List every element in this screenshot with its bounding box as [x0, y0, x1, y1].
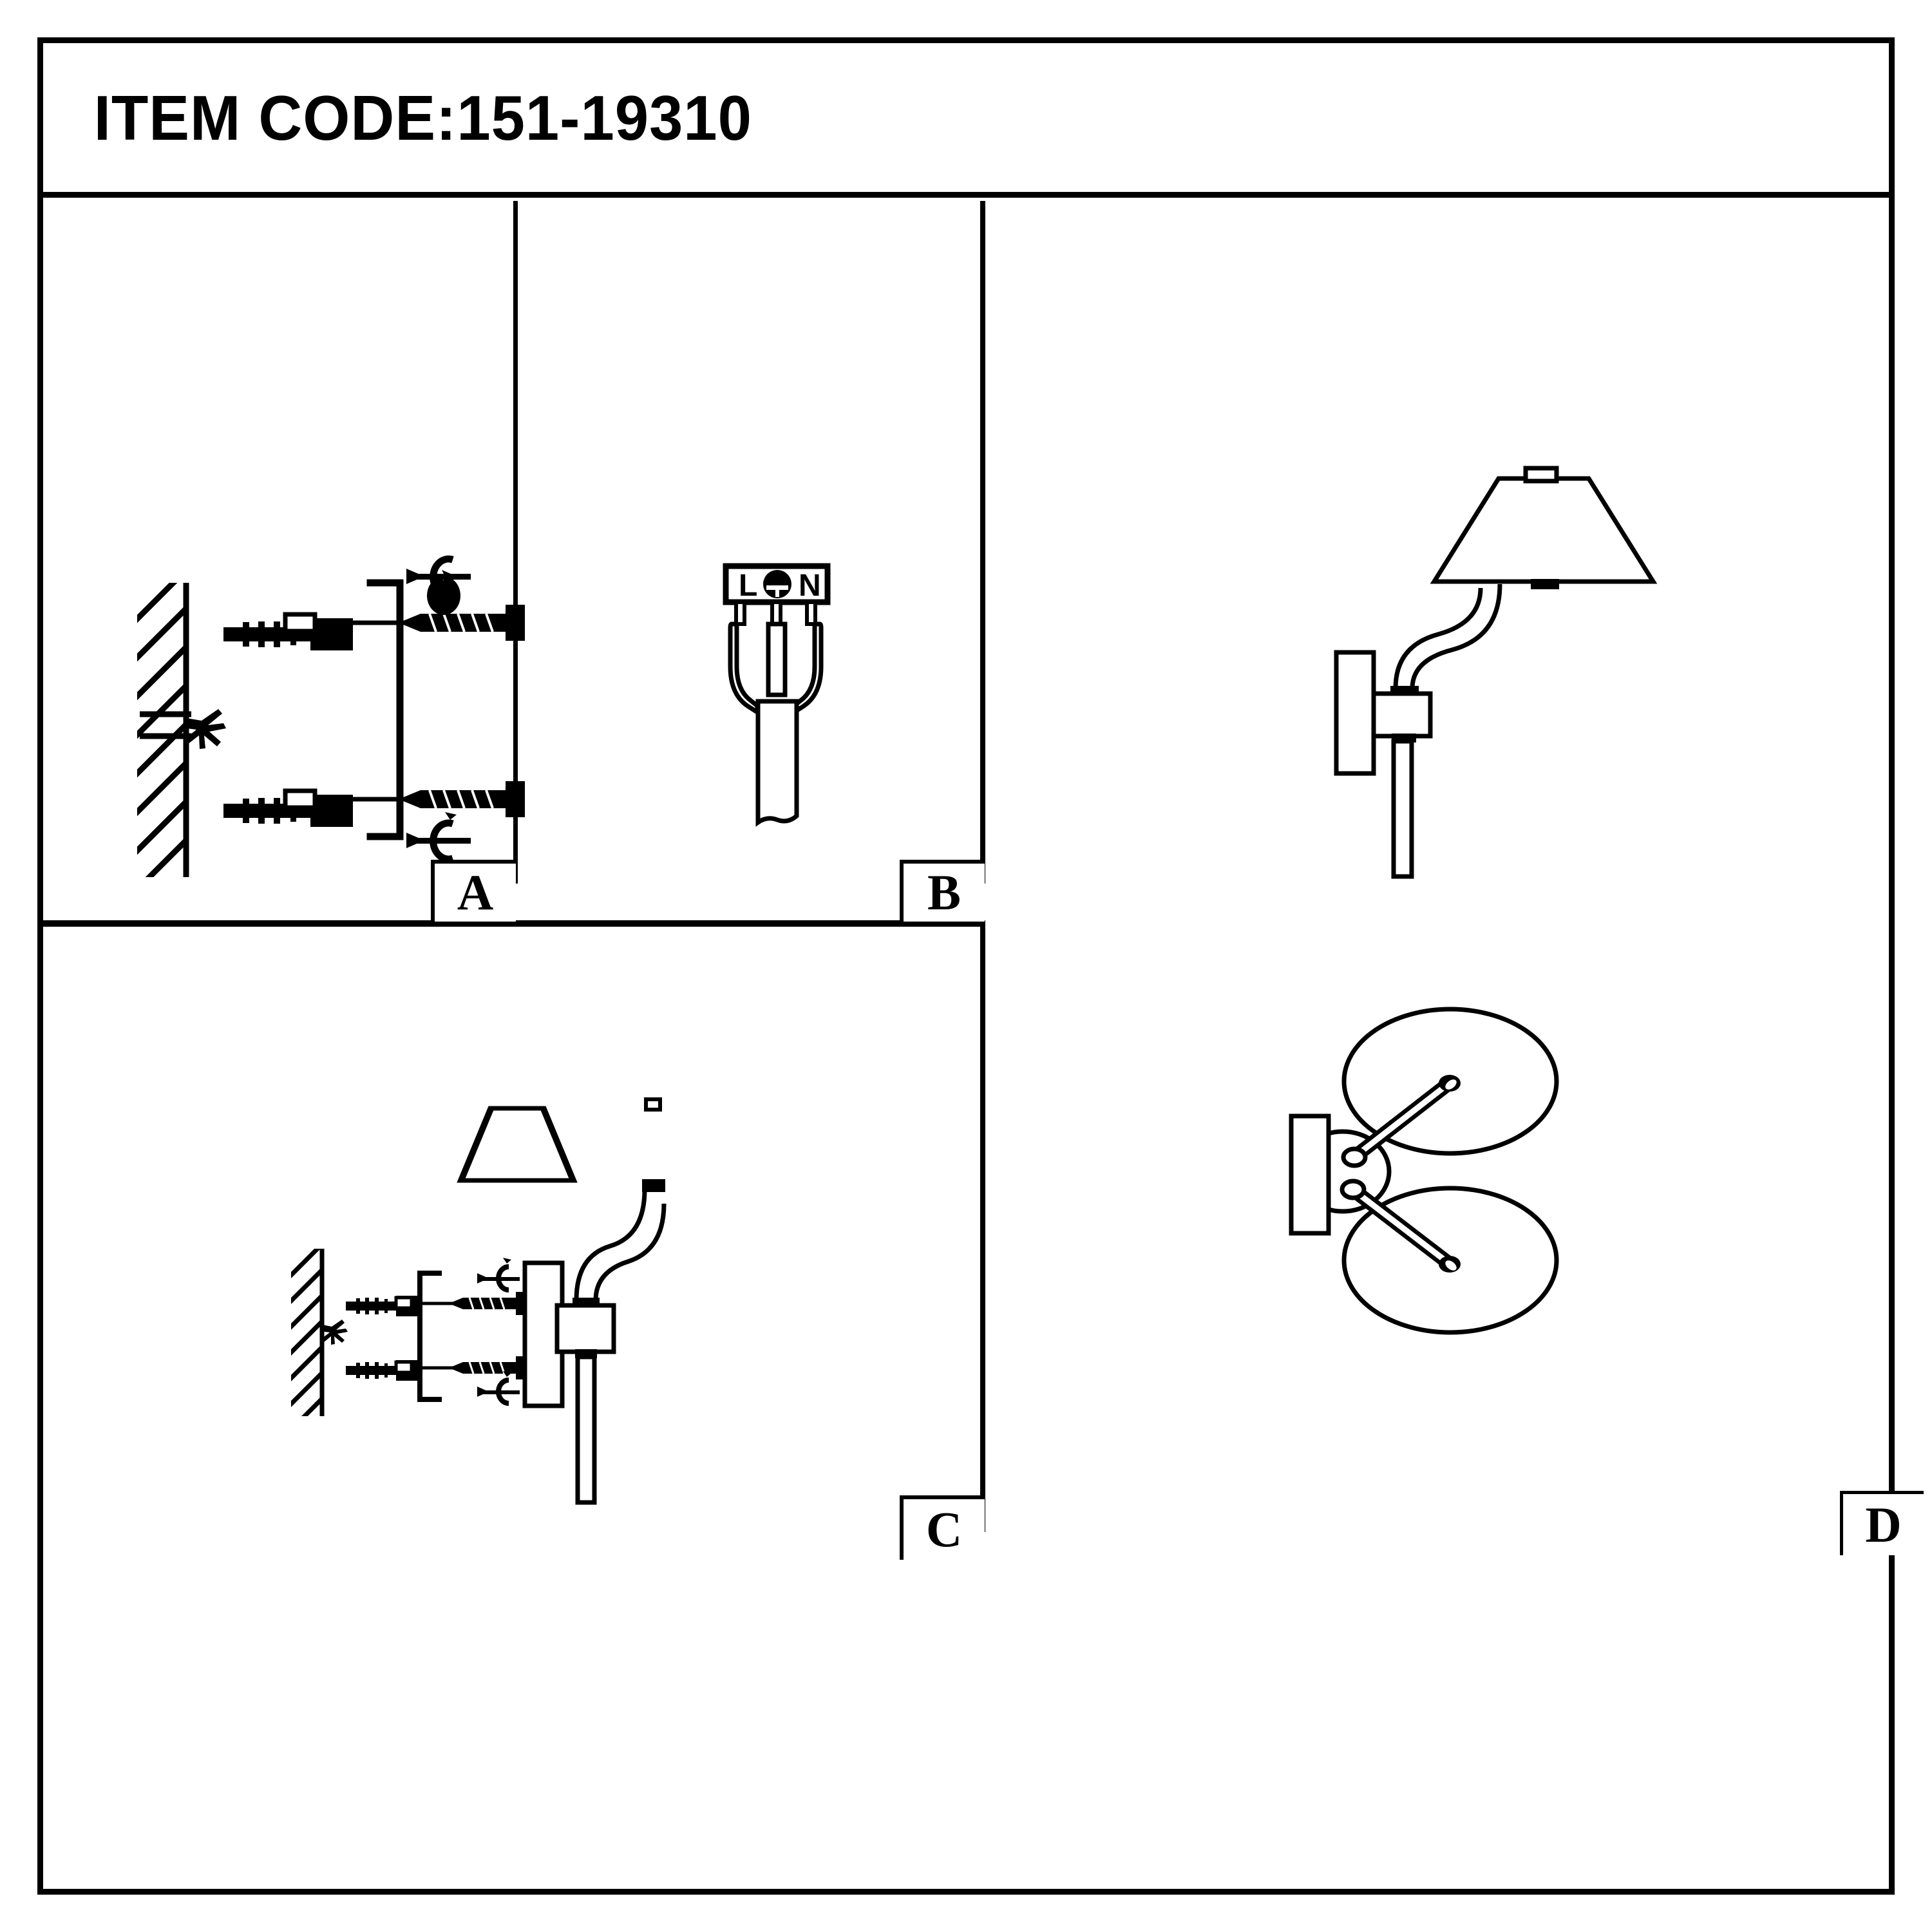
wall-plate-top-view: [1289, 1113, 1331, 1236]
panel-d-swing-diagram: [1267, 990, 1602, 1441]
arm-top-view-lower: [1340, 1179, 1461, 1273]
divider-c-d: [980, 927, 985, 1532]
curved-arm-inner: [574, 1189, 647, 1301]
panel-b-illustration: L N: [694, 552, 925, 861]
panel-label-d: D: [1840, 1491, 1924, 1555]
panel-label-a-text: A: [457, 864, 494, 920]
wall-anchor-lower: [346, 1360, 422, 1381]
panel-a-illustration: [108, 545, 558, 880]
arm-collar-top: [573, 1298, 600, 1307]
screw-upper-threads: [428, 613, 494, 632]
pull-rod: [575, 1354, 597, 1505]
panel-label-c: C: [900, 1495, 985, 1560]
wall-anchor-lower: [223, 788, 353, 827]
screw-upper-threads: [468, 1297, 506, 1310]
rotation-arrow-lower-head: [503, 1371, 511, 1377]
item-code-title: ITEM CODE:151-19310: [93, 82, 752, 153]
panel-label-a: A: [431, 860, 516, 922]
divider-row: [43, 920, 985, 927]
shade-finial: [1523, 466, 1559, 484]
curved-arm-outer: [593, 1203, 667, 1301]
screw-lower: [449, 1356, 525, 1379]
conductor-pins: [734, 600, 817, 626]
arm-top-view-upper: [1341, 1075, 1461, 1168]
sheet-frame: ITEM CODE:151-19310: [37, 37, 1924, 1895]
shade-neck: [642, 1179, 665, 1192]
panel-label-b-text: B: [927, 864, 961, 920]
rotation-arrow-upper-ring: [430, 555, 454, 599]
screw-lower-threads: [428, 790, 494, 809]
rotation-arrow-lower: [406, 833, 471, 848]
panel-label-d-text: D: [1865, 1496, 1902, 1553]
rotation-arrow-upper-ring: [496, 1264, 509, 1293]
lamp-body: [1371, 691, 1433, 739]
shade-finial: [644, 1097, 662, 1112]
wall-plate: [1334, 650, 1376, 776]
curved-arm-outer: [1410, 583, 1502, 689]
screw-upper: [449, 1292, 525, 1315]
wall-crack-mark: [321, 1320, 348, 1345]
hatched-wall: [291, 1249, 325, 1416]
terminal-label-live: L: [739, 569, 757, 603]
header-band: ITEM CODE:151-19310: [43, 43, 1889, 198]
cable-jacket: [755, 699, 799, 827]
bracket-outline: [366, 579, 404, 840]
cable-cores: [728, 621, 824, 717]
rotation-arrow-lower-head: [445, 812, 457, 820]
divider-a-b: [513, 201, 518, 884]
lamp-shade: [1430, 476, 1658, 584]
divider-b-d: [980, 201, 985, 884]
terminal-label-neutral: N: [799, 569, 821, 603]
rotation-arrow-lower-ring: [430, 819, 454, 863]
lamp-body: [554, 1303, 616, 1354]
hatched-wall: [137, 583, 189, 877]
bracket-outline: [417, 1271, 442, 1402]
panel-label-b: B: [900, 860, 985, 922]
rotation-arrow-upper-head: [503, 1258, 511, 1264]
pull-rod: [1391, 739, 1414, 879]
panel-label-c-text: C: [925, 1501, 963, 1557]
wall-crack-mark: [182, 709, 226, 749]
panel-c-illustration: [256, 1022, 732, 1537]
wall-anchor-upper: [346, 1296, 422, 1316]
shade-neck: [1531, 579, 1559, 589]
earth-symbol: [763, 570, 791, 598]
curved-arm-inner: [1393, 587, 1483, 689]
lamp-shade: [457, 1106, 578, 1183]
wall-anchor-upper: [223, 612, 353, 650]
panel-d-lamp-illustration: [1299, 455, 1685, 971]
rotation-arrow-lower-ring: [496, 1378, 509, 1406]
